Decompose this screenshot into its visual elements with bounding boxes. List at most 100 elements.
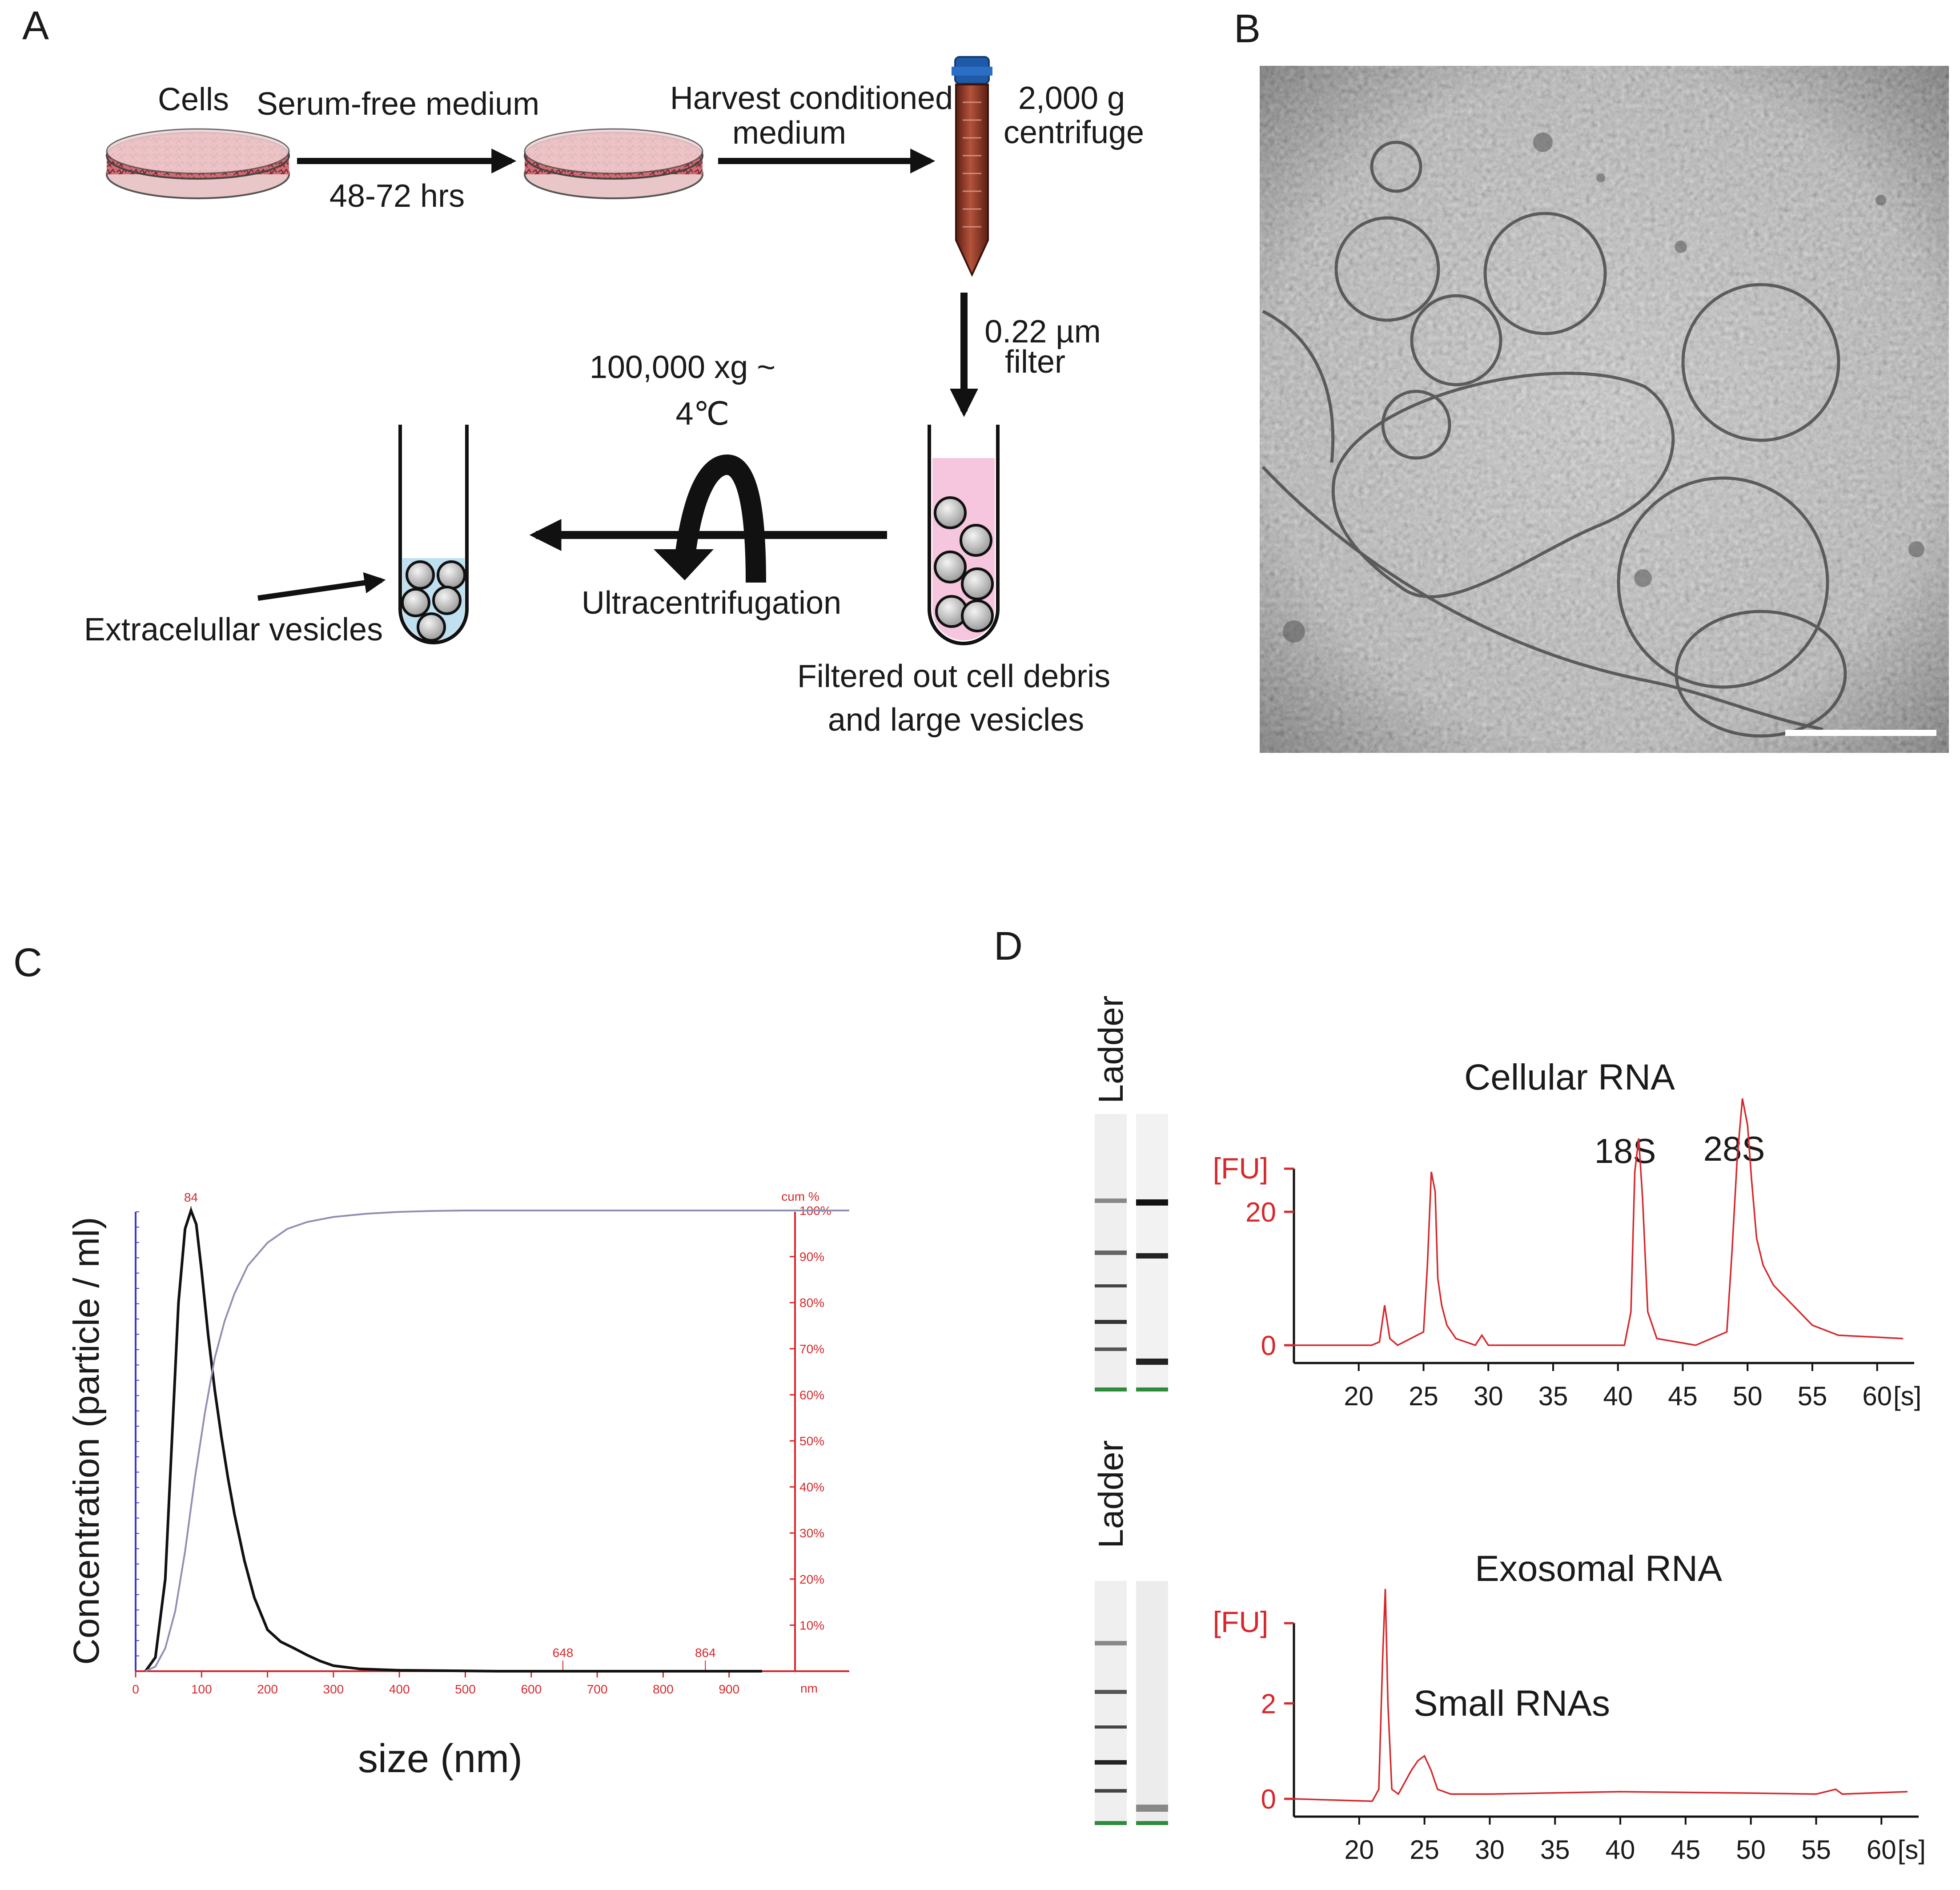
x-tick-label: 0	[132, 1682, 139, 1696]
peak-label-28s: 28S	[1703, 1129, 1765, 1168]
fu-label-2: [FU]	[1213, 1605, 1269, 1638]
label-extracellular-vesicles: Extracelullar vesicles	[84, 612, 383, 647]
x-tick-label: 60	[1862, 1381, 1892, 1411]
x-unit-label: [s]	[1898, 1835, 1926, 1865]
ladder-label-2: Ladder	[1091, 1440, 1130, 1548]
ladder-lane-2	[1095, 1581, 1127, 1821]
panel-letter-a: A	[22, 4, 49, 48]
y-tick-label: 0	[1261, 1331, 1276, 1361]
x-tick-label: 55	[1801, 1835, 1831, 1865]
small-rnas-label: Small RNAs	[1414, 1683, 1610, 1724]
ladder-label-1: Ladder	[1091, 996, 1130, 1104]
x-tick-label: 50	[1736, 1835, 1766, 1865]
x-tick-label: 20	[1344, 1381, 1374, 1411]
falcon-tube	[952, 56, 992, 277]
ev-tube	[398, 425, 469, 644]
label-speed-line1: 100,000 xg ~	[590, 350, 775, 385]
trace-line	[1294, 1098, 1904, 1347]
panel-letter-d: D	[994, 924, 1023, 969]
exosomal-title: Exosomal RNA	[1475, 1548, 1722, 1589]
filtered-tube	[928, 425, 1000, 645]
x-tick-label: 35	[1538, 1381, 1568, 1411]
x-tick-label: 700	[587, 1682, 608, 1696]
sample-lane-1	[1136, 1114, 1168, 1390]
x-tick-label: 35	[1540, 1835, 1570, 1865]
cellular-title: Cellular RNA	[1464, 1057, 1675, 1098]
x-tick-label: 55	[1798, 1381, 1827, 1411]
label-cells: Cells	[158, 82, 229, 117]
microscopy-image	[1260, 66, 1949, 753]
y-tick-label: 2	[1261, 1689, 1276, 1719]
x-tick-label: 600	[521, 1682, 542, 1696]
y2-tick-label: 20%	[799, 1572, 824, 1586]
x-tick-label: 30	[1474, 1381, 1503, 1411]
x-tick-label: 20	[1344, 1835, 1374, 1865]
y2-tick-label: 40%	[799, 1480, 824, 1494]
y-axis-right-ticks: 10%20%30%40%50%60%70%80%90%100%	[790, 1204, 831, 1632]
y2-tick-label: 60%	[799, 1388, 824, 1402]
trace-line	[1293, 1588, 1908, 1802]
x-tick-label: 400	[389, 1682, 410, 1696]
concentration-line	[144, 1206, 762, 1673]
scale-bar	[1785, 730, 1936, 736]
size-marker-label: 864	[695, 1646, 716, 1660]
label-serum-free: Serum-free medium	[257, 86, 539, 122]
x-unit-label: nm	[800, 1681, 818, 1695]
x-tick-label: 25	[1409, 1381, 1438, 1411]
size-marker-label: 84	[184, 1190, 198, 1204]
x-tick-label: 40	[1606, 1835, 1635, 1865]
cumulative-line	[145, 1210, 795, 1672]
gel-cellular: Ladder	[1091, 996, 1168, 1391]
size-markers: 84 648 864	[184, 1190, 716, 1671]
x-tick-label: 900	[719, 1682, 739, 1696]
label-speed-line2: 4℃	[676, 396, 730, 432]
x-unit-label: [s]	[1893, 1381, 1921, 1411]
x-tick-label: 30	[1475, 1835, 1505, 1865]
petri-dish-2	[524, 128, 703, 199]
label-hours: 48-72 hrs	[329, 178, 465, 214]
label-filter-line1: 0.22 µm	[984, 314, 1101, 350]
label-harvest-line1: Harvest conditioned	[670, 80, 953, 116]
label-filtered-line1: Filtered out cell debris	[797, 659, 1110, 694]
panel-letter-b: B	[1234, 7, 1261, 51]
trace-exosomal	[1293, 1588, 1908, 1802]
x-tick-label: 60	[1867, 1835, 1896, 1865]
panel-letter-c: C	[13, 941, 42, 985]
y2-tick-label: 70%	[799, 1342, 824, 1356]
label-filtered-line2: and large vesicles	[828, 702, 1084, 738]
y2-axis-label: cum %	[781, 1190, 819, 1203]
size-marker-label: 648	[553, 1646, 574, 1660]
trace-cellular	[1294, 1098, 1904, 1347]
arrow-ev-pointer	[257, 572, 386, 601]
panel-a: A Cells Serum-free medium 48-72 hrs Harv…	[22, 4, 1144, 738]
label-centrifuge-line2: centrifuge	[1004, 115, 1144, 150]
rotation-arrow-icon	[654, 454, 766, 583]
x-tick-label: 100	[191, 1682, 212, 1696]
x-tick-label: 200	[257, 1682, 278, 1696]
x-tick-label: 50	[1733, 1381, 1763, 1411]
label-centrifuge-line1: 2,000 g	[1018, 80, 1125, 116]
petri-dish-1	[106, 128, 290, 199]
x-axis-label: size (nm)	[358, 1737, 522, 1781]
fu-label-1: [FU]	[1213, 1152, 1269, 1185]
x-tick-label: 45	[1668, 1381, 1698, 1411]
label-ultracentrifugation: Ultracentrifugation	[582, 585, 841, 621]
sample-lane-2	[1136, 1581, 1168, 1821]
y2-tick-label: 80%	[799, 1296, 824, 1310]
y2-tick-label: 50%	[799, 1434, 824, 1448]
panel-b: B	[1234, 7, 1949, 753]
y-tick-label: 0	[1261, 1784, 1276, 1815]
y-tick-label: 20	[1245, 1197, 1276, 1228]
y2-tick-label: 90%	[799, 1250, 824, 1264]
x-tick-label: 45	[1671, 1835, 1700, 1865]
peak-label-18s: 18S	[1595, 1131, 1656, 1170]
gel-exosomal: Ladder	[1091, 1440, 1168, 1825]
y2-tick-label: 10%	[799, 1618, 824, 1632]
x-tick-label: 300	[323, 1682, 344, 1696]
